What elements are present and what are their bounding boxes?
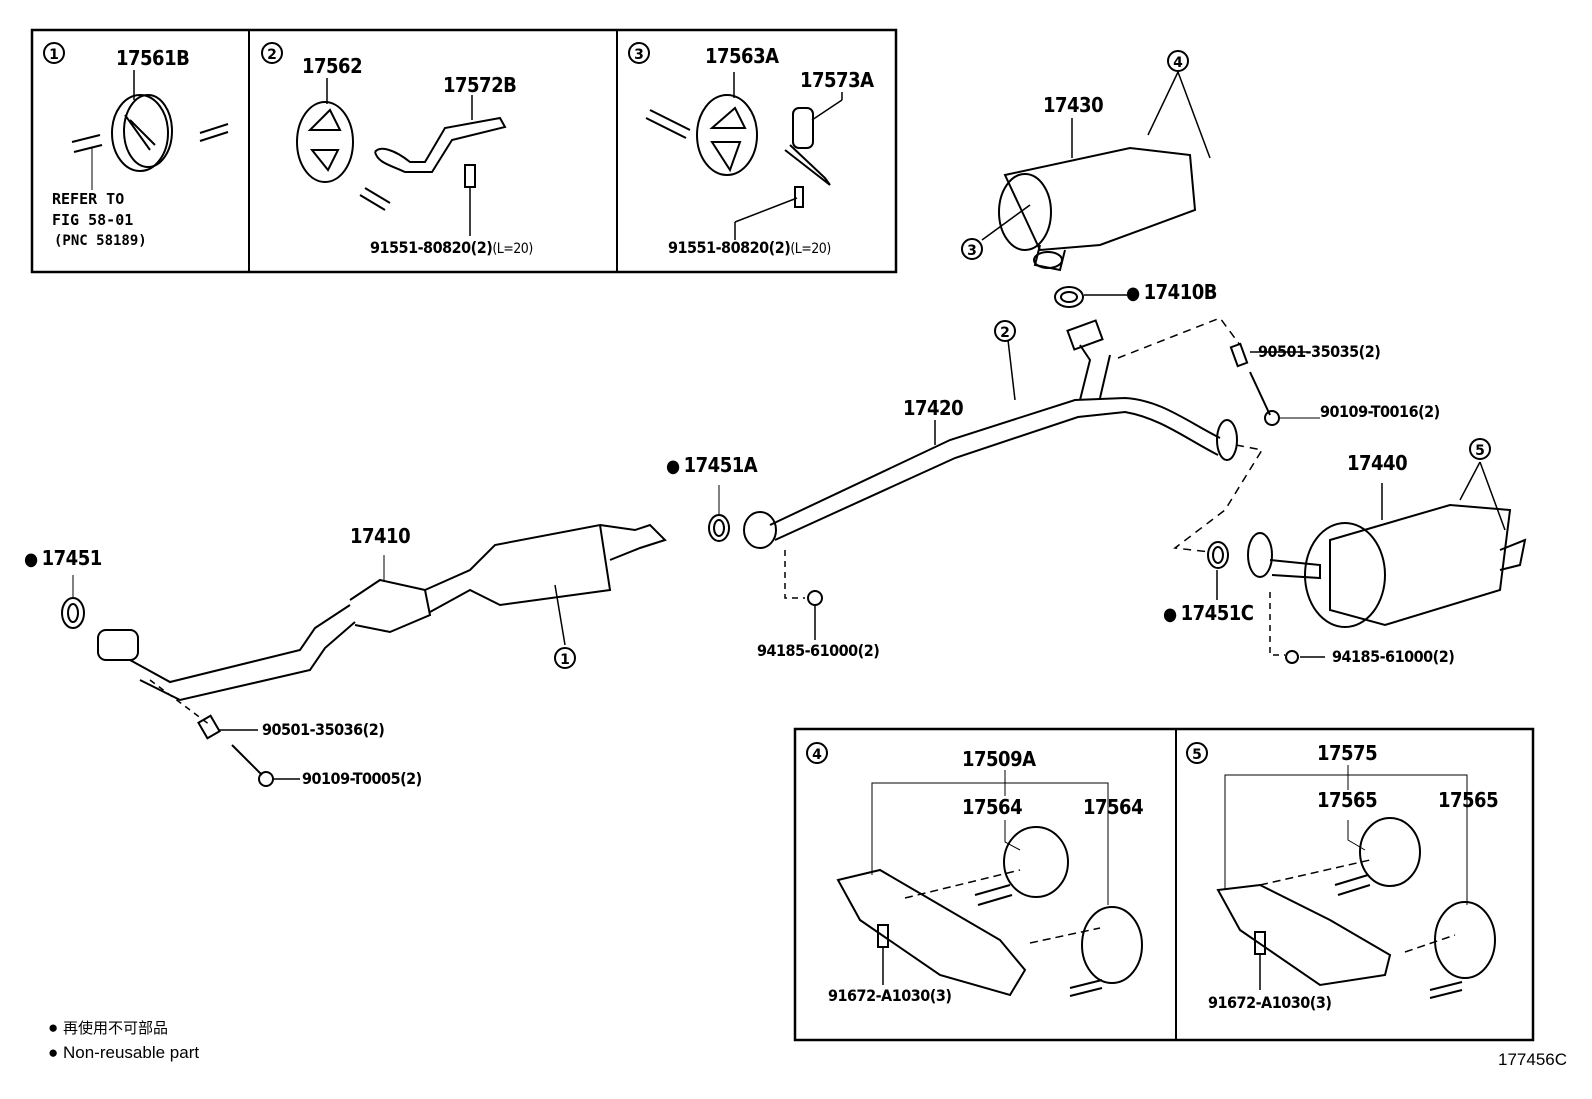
bullet-icon: ● — [48, 1043, 63, 1062]
callout-4[interactable]: 4 — [806, 742, 828, 764]
part-label-91672-A1030-a[interactable]: 91672-A1030(3) — [828, 986, 952, 1005]
callout-4-muffler[interactable]: 4 — [1167, 50, 1189, 72]
part-label-17564-b[interactable]: 17564 — [1083, 795, 1144, 819]
gasket-17451A — [708, 485, 730, 542]
bolt-number: 91551-80820(2) — [370, 238, 493, 257]
part-label-17562[interactable]: 17562 — [302, 54, 363, 78]
part-label-17451A[interactable]: 17451A — [666, 455, 758, 476]
part-label-94185-61000-b[interactable]: 94185-61000(2) — [1332, 647, 1455, 666]
part-label-17440[interactable]: 17440 — [1347, 451, 1408, 475]
callout-5-muffler[interactable]: 5 — [1469, 438, 1491, 460]
spring-90501-35035 — [1229, 342, 1308, 368]
insulator-17562 — [296, 78, 391, 211]
callout-3-muffler[interactable]: 3 — [961, 238, 983, 260]
legend-jp: ● 再使用不可部品 — [48, 1019, 168, 1036]
part-label-17565-a[interactable]: 17565 — [1317, 788, 1378, 812]
callout-5[interactable]: 5 — [1186, 742, 1208, 764]
part-label-17573A[interactable]: 17573A — [800, 68, 874, 92]
part-label-17563A[interactable]: 17563A — [705, 44, 779, 68]
part-label-17420[interactable]: 17420 — [903, 396, 964, 420]
legend-en: ● Non-reusable part — [48, 1044, 199, 1061]
bracket-17509A — [836, 770, 1143, 997]
bolt-length-note: (L=20) — [790, 241, 831, 257]
bracket-17572B — [374, 95, 507, 236]
part-label-17410B[interactable]: 17410B — [1126, 282, 1218, 303]
refer-note-line1: REFER TO — [52, 190, 125, 208]
part-label-17564-a[interactable]: 17564 — [962, 795, 1023, 819]
front-pipe-17410 — [97, 523, 667, 726]
callout-2-pipe[interactable]: 2 — [994, 320, 1016, 342]
part-label-90501-35036[interactable]: 90501-35036(2) — [262, 720, 385, 739]
spring-90501-35036 — [197, 714, 258, 740]
bolt-90109-T0016 — [1249, 371, 1320, 426]
gasket-17410B — [1054, 286, 1127, 308]
bolt-number: 91551-80820(2) — [668, 238, 791, 257]
part-label-17451[interactable]: 17451 — [24, 548, 103, 569]
part-label-17451C[interactable]: 17451C — [1163, 603, 1254, 624]
bracket-17575 — [1216, 765, 1496, 999]
muffler-17440 — [1247, 461, 1527, 664]
part-label-90109-T0016[interactable]: 90109-T0016(2) — [1320, 402, 1440, 421]
figure-id: 177456C — [1498, 1050, 1568, 1069]
muffler-17430 — [981, 71, 1211, 272]
gasket-17451C — [1207, 541, 1229, 600]
part-label-17509A[interactable]: 17509A — [962, 747, 1036, 771]
legend-en-text: Non-reusable part — [63, 1043, 200, 1062]
part-label-17572B[interactable]: 17572B — [443, 73, 517, 97]
part-label-91672-A1030-b[interactable]: 91672-A1030(3) — [1208, 993, 1332, 1012]
bolt-length-note: (L=20) — [492, 241, 533, 257]
pipe-17420 — [743, 317, 1264, 553]
inset-frame-top — [30, 28, 898, 274]
part-label-17561B[interactable]: 17561B — [116, 46, 190, 70]
inset-frame-bottom — [793, 727, 1535, 1042]
gasket-17451 — [61, 575, 85, 629]
callout-1-pipe[interactable]: 1 — [554, 647, 576, 669]
part-label-17410[interactable]: 17410 — [350, 524, 411, 548]
part-label-91551-80820-b[interactable]: 91551-80820(2)(L=20) — [668, 238, 831, 257]
legend-jp-text: 再使用不可部品 — [63, 1019, 169, 1037]
refer-note-line2: FIG 58-01 — [52, 211, 134, 229]
callout-1[interactable]: 1 — [43, 42, 65, 64]
part-label-91551-80820-a[interactable]: 91551-80820(2)(L=20) — [370, 238, 533, 257]
bullet-icon: ● — [48, 1018, 63, 1037]
refer-note-line3: (PNC 58189) — [54, 233, 147, 249]
bolt-90109-T0005 — [231, 744, 300, 787]
part-label-90501-35035[interactable]: 90501-35035(2) — [1258, 342, 1381, 361]
part-label-94185-61000-a[interactable]: 94185-61000(2) — [757, 641, 880, 660]
callout-2[interactable]: 2 — [261, 42, 283, 64]
bracket-17573A — [734, 92, 843, 240]
insulator-17561B — [71, 70, 229, 190]
part-label-90109-T0005[interactable]: 90109-T0005(2) — [302, 769, 422, 788]
callout-3[interactable]: 3 — [628, 42, 650, 64]
part-label-17430[interactable]: 17430 — [1043, 93, 1104, 117]
nut-94185-a — [784, 550, 823, 640]
insulator-17563A — [645, 72, 758, 176]
part-label-17565-b[interactable]: 17565 — [1438, 788, 1499, 812]
part-label-17575[interactable]: 17575 — [1317, 741, 1378, 765]
